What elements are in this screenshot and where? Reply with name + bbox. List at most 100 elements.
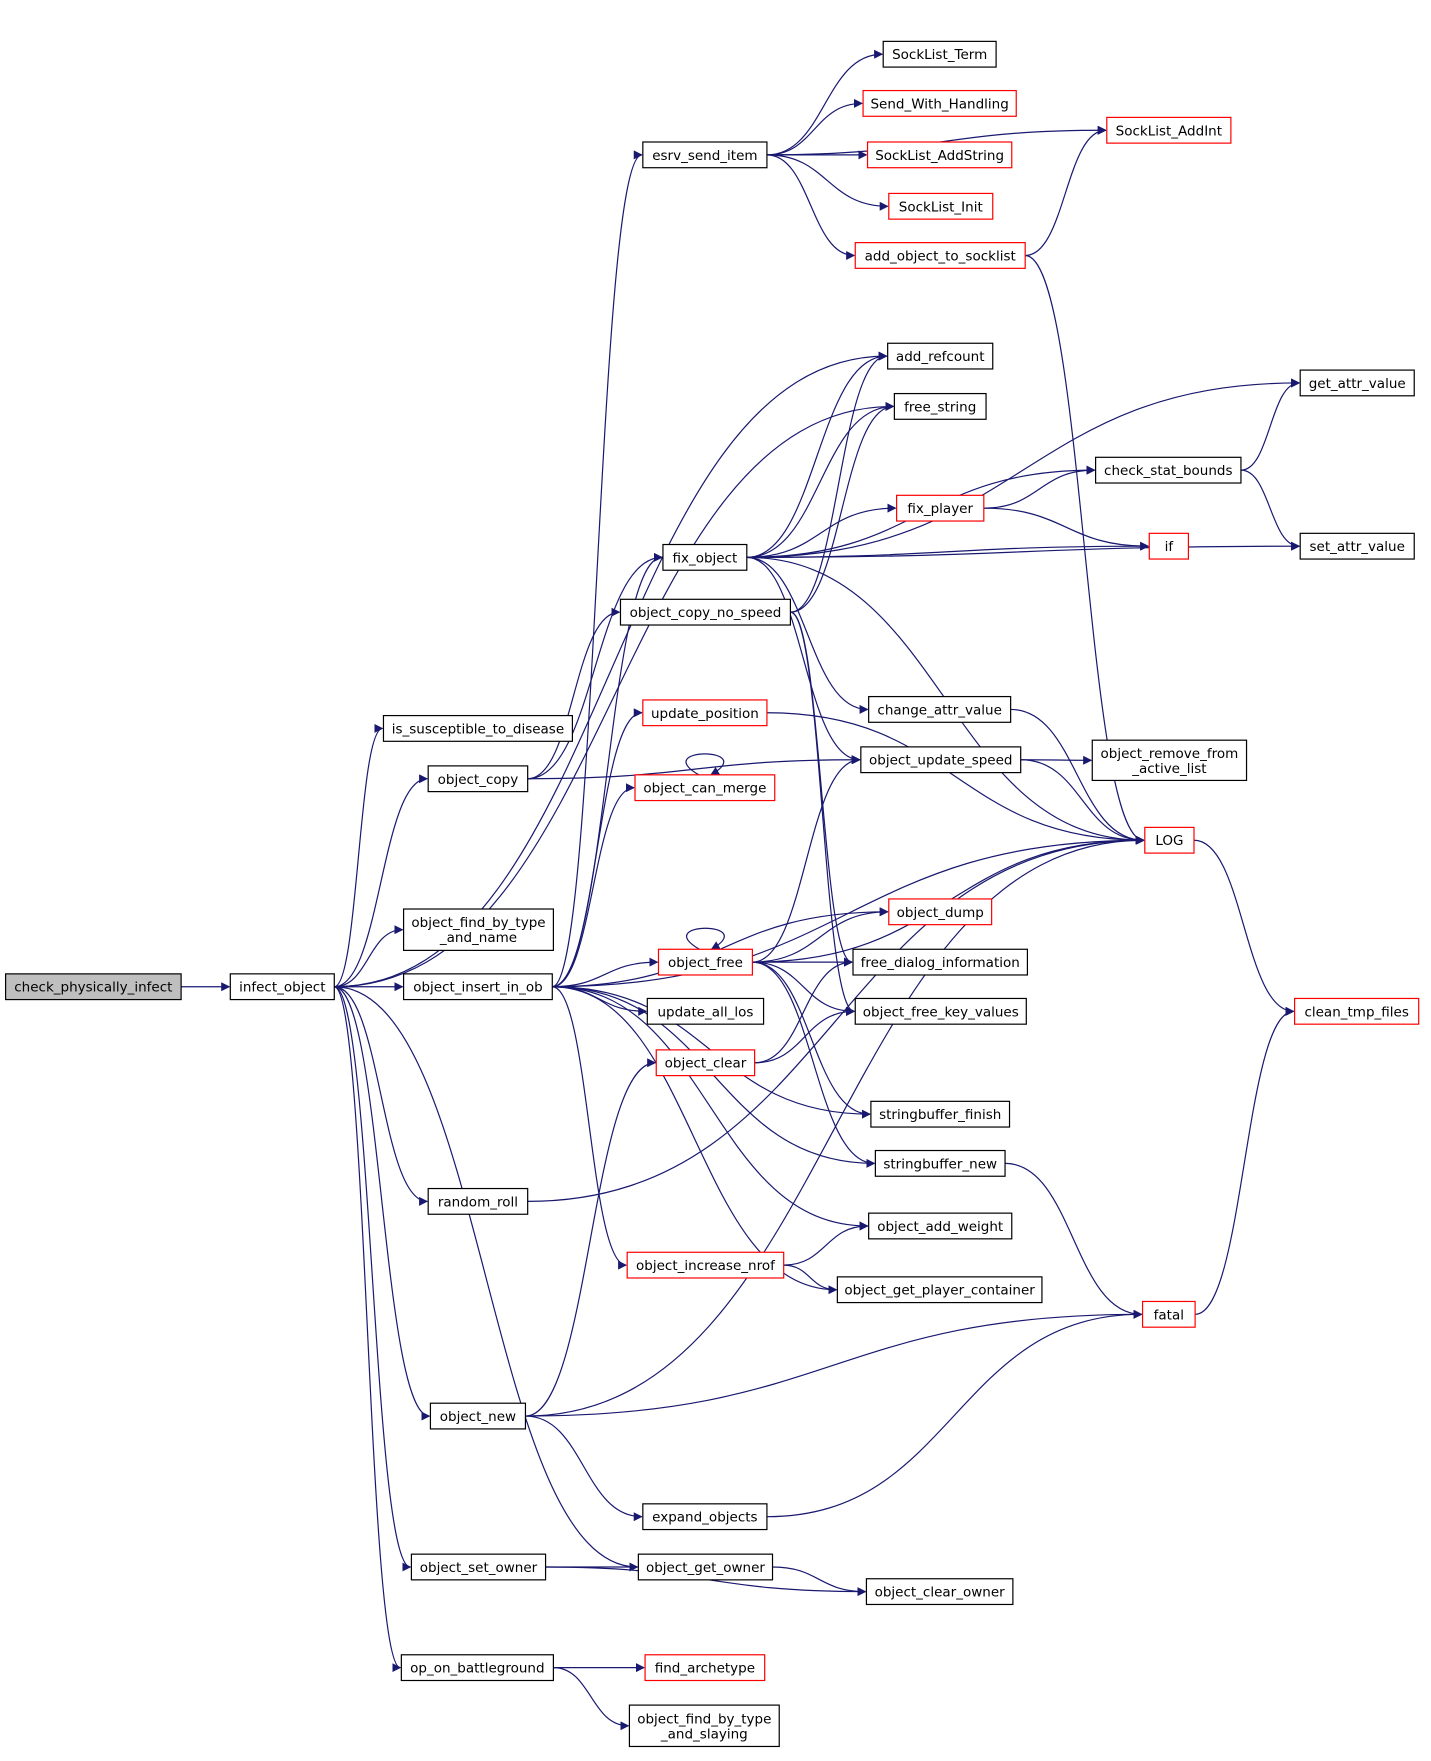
node-update-all-los[interactable]: update_all_los <box>646 997 765 1025</box>
node-find-archetype[interactable]: find_archetype <box>644 1654 766 1682</box>
edge-random-roll-to-log <box>527 835 1145 1202</box>
node-random-roll[interactable]: random_roll <box>427 1187 529 1215</box>
edge-object-insert-in-ob-to-object-free <box>552 957 659 988</box>
node-object-copy-no-speed[interactable]: object_copy_no_speed <box>619 598 792 626</box>
node-object-copy[interactable]: object_copy <box>427 765 529 793</box>
node-label: add_object_to_socklist <box>865 248 1016 264</box>
node-stringbuffer-new[interactable]: stringbuffer_new <box>874 1149 1006 1177</box>
node-object-remove-from-active-list[interactable]: object_remove_from_active_list <box>1091 739 1248 782</box>
node-free-dialog-information[interactable]: free_dialog_information <box>852 948 1029 976</box>
node-op-on-battleground[interactable]: op_on_battleground <box>400 1654 554 1682</box>
node-label: object_clear_owner <box>875 1585 1006 1601</box>
edge-fix-player-to-if <box>983 507 1150 551</box>
edge-update-position-to-log <box>766 712 1145 845</box>
edge-expand-objects-to-fatal <box>766 1309 1143 1518</box>
node-check-stat-bounds[interactable]: check_stat_bounds <box>1095 456 1242 484</box>
node-infect-object[interactable]: infect_object <box>229 973 335 1001</box>
node-label: update_position <box>651 706 759 722</box>
node-esrv-send-item[interactable]: esrv_send_item <box>642 141 768 169</box>
edge-object-free-to-object-free <box>685 927 725 950</box>
edge-infect-object-to-op-on-battleground <box>334 986 402 1672</box>
node-check-physically-infect[interactable]: check_physically_infect <box>4 973 182 1001</box>
edge-fix-object-to-add-refcount <box>746 351 888 558</box>
node-label: stringbuffer_new <box>883 1156 997 1172</box>
node-add-refcount[interactable]: add_refcount <box>887 342 994 370</box>
edge-infect-object-to-object-find-by-type-and-name <box>334 925 404 988</box>
node-if[interactable]: if <box>1148 532 1190 560</box>
node-object-get-player-container[interactable]: object_get_player_container <box>836 1276 1043 1304</box>
node-socklist-addint[interactable]: SockList_AddInt <box>1106 116 1232 144</box>
node-object-clear[interactable]: object_clear <box>655 1049 756 1077</box>
node-object-find-by-type-and-name[interactable]: object_find_by_type_and_name <box>402 908 554 951</box>
node-label: SockList_AddString <box>875 148 1004 164</box>
edge-object-new-to-fatal <box>525 1309 1143 1417</box>
node-change-attr-value[interactable]: change_attr_value <box>868 695 1012 723</box>
node-label: _and_slaying <box>660 1726 748 1742</box>
edge-fix-object-to-object-update-speed <box>746 556 861 765</box>
node-label: SockList_Term <box>892 47 987 63</box>
edge-object-copy-to-fix-object <box>527 552 663 780</box>
node-object-can-merge[interactable]: object_can_merge <box>634 774 776 802</box>
node-object-find-by-type-and-slaying[interactable]: object_find_by_type_and_slaying <box>628 1704 780 1748</box>
edge-object-get-owner-to-object-clear-owner <box>772 1566 867 1597</box>
node-object-insert-in-ob[interactable]: object_insert_in_ob <box>402 973 553 1001</box>
node-label: LOG <box>1155 833 1183 849</box>
node-object-free[interactable]: object_free <box>657 948 753 976</box>
node-fix-player[interactable]: fix_player <box>896 494 985 522</box>
node-label: add_refcount <box>896 349 985 365</box>
node-object-update-speed[interactable]: object_update_speed <box>860 746 1022 774</box>
node-label: object_increase_nrof <box>636 1258 776 1274</box>
edge-layer <box>181 49 1301 1731</box>
node-object-free-key-values[interactable]: object_free_key_values <box>854 997 1027 1025</box>
edge-change-attr-value-to-log <box>1010 708 1145 845</box>
node-object-add-weight[interactable]: object_add_weight <box>868 1212 1013 1240</box>
node-socklist-init[interactable]: SockList_Init <box>888 192 994 220</box>
node-free-string[interactable]: free_string <box>893 392 987 420</box>
node-label: is_susceptible_to_disease <box>392 721 564 737</box>
node-fatal[interactable]: fatal <box>1141 1300 1196 1328</box>
edge-object-clear-to-object-free-key-values <box>754 1006 856 1064</box>
node-fix-object[interactable]: fix_object <box>662 543 748 571</box>
node-label: SockList_Init <box>899 199 983 215</box>
node-object-dump[interactable]: object_dump <box>888 898 993 926</box>
edge-infect-object-to-is-susceptible-to-disease <box>334 724 384 988</box>
node-object-set-owner[interactable]: object_set_owner <box>410 1553 547 1581</box>
node-expand-objects[interactable]: expand_objects <box>642 1503 768 1531</box>
node-label: infect_object <box>239 980 325 996</box>
node-label: free_string <box>904 399 976 415</box>
node-is-susceptible-to-disease[interactable]: is_susceptible_to_disease <box>382 714 574 742</box>
node-label: object_add_weight <box>877 1219 1003 1235</box>
node-set-attr-value[interactable]: set_attr_value <box>1299 532 1415 560</box>
node-label: fatal <box>1154 1307 1184 1323</box>
node-label: check_physically_infect <box>14 980 172 996</box>
edge-object-can-merge-to-object-can-merge <box>685 753 725 776</box>
node-update-position[interactable]: update_position <box>642 699 768 727</box>
edge-infect-object-to-object-new <box>334 986 431 1421</box>
node-socklist-term[interactable]: SockList_Term <box>882 40 997 68</box>
edge-object-update-speed-to-log <box>1020 759 1145 845</box>
node-add-object-to-socklist[interactable]: add_object_to_socklist <box>854 242 1026 269</box>
edge-object-free-to-stringbuffer-finish <box>752 961 871 1119</box>
edge-fix-object-to-if <box>746 541 1150 558</box>
node-label: object_free_key_values <box>863 1004 1019 1020</box>
node-clean-tmp-files[interactable]: clean_tmp_files <box>1294 997 1420 1025</box>
edge-object-free-to-object-update-speed <box>752 755 861 963</box>
node-object-new[interactable]: object_new <box>429 1402 527 1430</box>
node-label: object_new <box>440 1409 516 1425</box>
edge-fix-player-to-check-stat-bounds <box>983 465 1096 509</box>
edge-object-free-to-object-free-key-values <box>752 961 856 1016</box>
node-log[interactable]: LOG <box>1144 826 1195 854</box>
node-object-get-owner[interactable]: object_get_owner <box>637 1553 774 1581</box>
node-object-clear-owner[interactable]: object_clear_owner <box>865 1578 1014 1606</box>
edge-esrv-send-item-to-add-object-to-socklist <box>766 154 856 260</box>
edge-object-copy-no-speed-to-free-string <box>790 401 895 613</box>
edge-fix-object-to-free-string <box>746 401 895 558</box>
node-object-increase-nrof[interactable]: object_increase_nrof <box>626 1251 785 1279</box>
node-socklist-addstring[interactable]: SockList_AddString <box>866 141 1013 169</box>
node-label: object_copy_no_speed <box>630 605 782 621</box>
edge-object-insert-in-ob-to-object-get-player-container <box>552 986 838 1295</box>
node-stringbuffer-finish[interactable]: stringbuffer_finish <box>870 1100 1011 1128</box>
node-send-with-handling[interactable]: Send_With_Handling <box>862 89 1017 117</box>
edge-object-insert-in-ob-to-esrv-send-item <box>552 150 643 988</box>
node-get-attr-value[interactable]: get_attr_value <box>1299 369 1415 397</box>
